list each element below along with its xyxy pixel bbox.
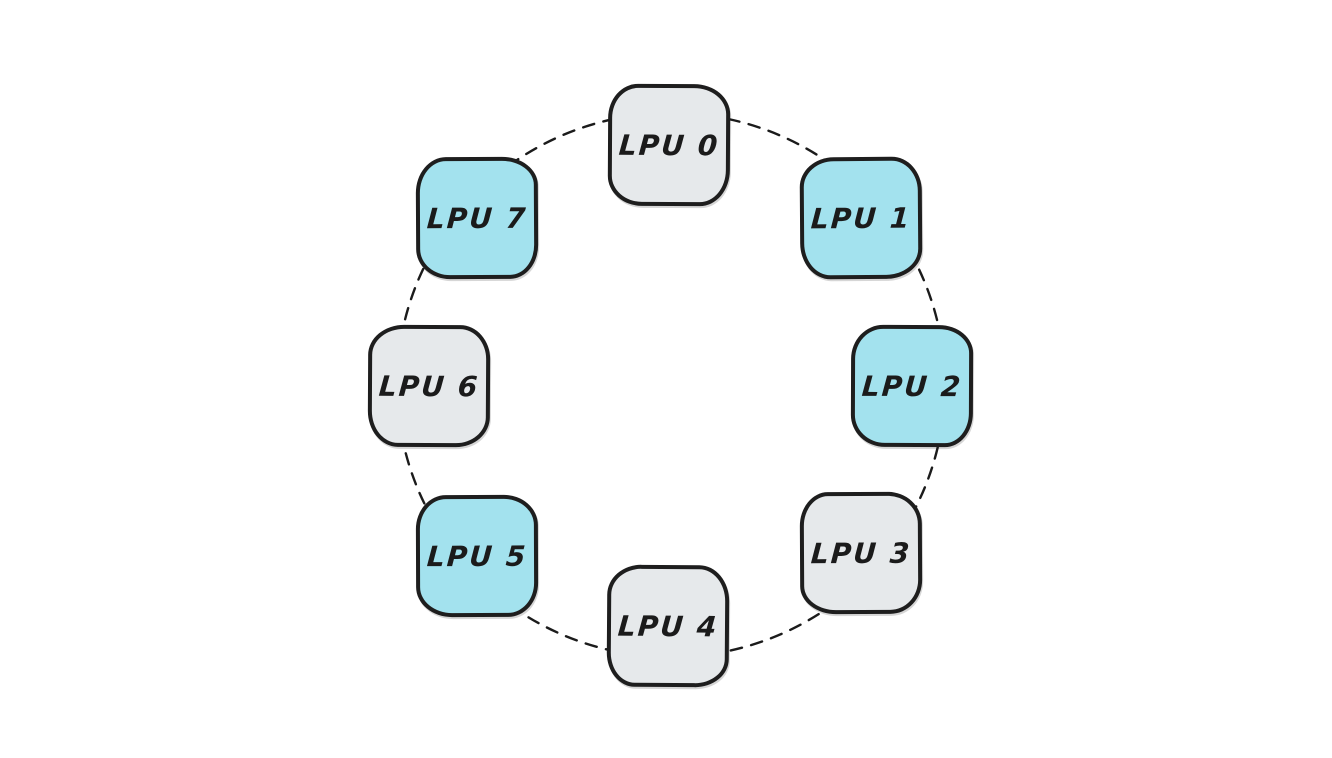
lpu-node-5: LPU 5 (415, 494, 539, 618)
lpu-node-7: LPU 7 (415, 156, 539, 280)
lpu-node-4-label: LPU 4 (616, 609, 720, 643)
lpu-node-0: LPU 0 (607, 83, 731, 207)
lpu-node-0-label: LPU 0 (617, 128, 721, 162)
lpu-node-3: LPU 3 (799, 491, 923, 615)
lpu-node-6-label: LPU 6 (377, 369, 481, 403)
lpu-node-1-label: LPU 1 (809, 201, 913, 235)
lpu-node-5-label: LPU 5 (425, 539, 529, 573)
lpu-node-1: LPU 1 (799, 156, 923, 280)
lpu-node-3-label: LPU 3 (809, 536, 913, 570)
lpu-node-4: LPU 4 (606, 564, 730, 688)
lpu-node-7-label: LPU 7 (425, 201, 529, 235)
lpu-node-2: LPU 2 (850, 324, 974, 448)
lpu-node-2-label: LPU 2 (860, 369, 964, 403)
lpu-node-6: LPU 6 (367, 324, 491, 448)
